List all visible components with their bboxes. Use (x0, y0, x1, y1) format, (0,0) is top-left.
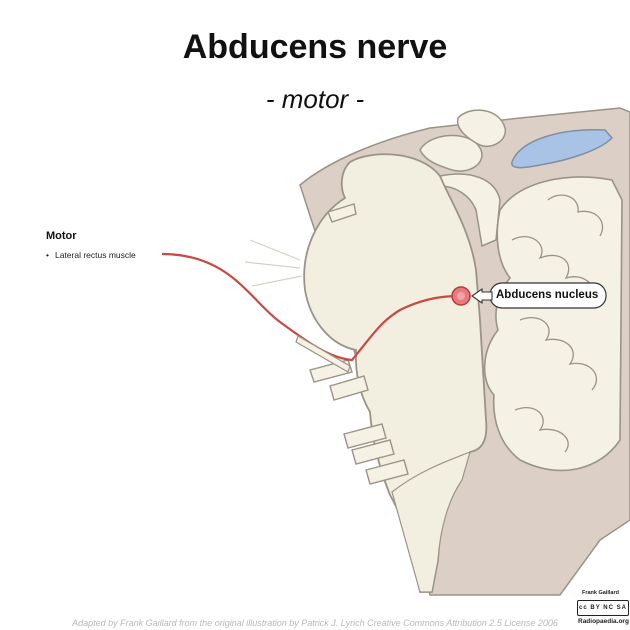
cerebellum (483, 176, 623, 472)
attribution-credit: Adapted by Frank Gaillard from the origi… (72, 618, 558, 628)
bullet-dot-icon: • (46, 250, 49, 260)
abducens-nucleus-core (457, 292, 465, 300)
faint-rays (244, 239, 303, 287)
callout-label: Abducens nucleus (496, 289, 599, 301)
cerebellum-folia (511, 194, 604, 453)
tectum (439, 173, 501, 248)
midbrain-fold-1 (419, 134, 483, 172)
nerve-sheath (295, 335, 351, 373)
legend-heading: Motor (46, 230, 77, 242)
page-title: Abducens nerve (182, 28, 448, 66)
legend-item: • Lateral rectus muscle (46, 250, 136, 260)
ventricle (511, 129, 614, 169)
legend-item-label: Lateral rectus muscle (54, 250, 136, 260)
abducens-nerve-line (161, 252, 459, 362)
site-label: Radiopaedia.org (578, 618, 629, 625)
arrow-left-icon (471, 287, 493, 305)
author-signature: Frank Gaillard (582, 590, 619, 596)
page-subtitle: - motor - (265, 84, 365, 114)
midbrain-fold-2 (456, 109, 507, 147)
creative-commons-icon: cc BY NC SA (577, 600, 629, 616)
cranial-nerve-roots (309, 203, 409, 485)
medulla (391, 450, 471, 593)
